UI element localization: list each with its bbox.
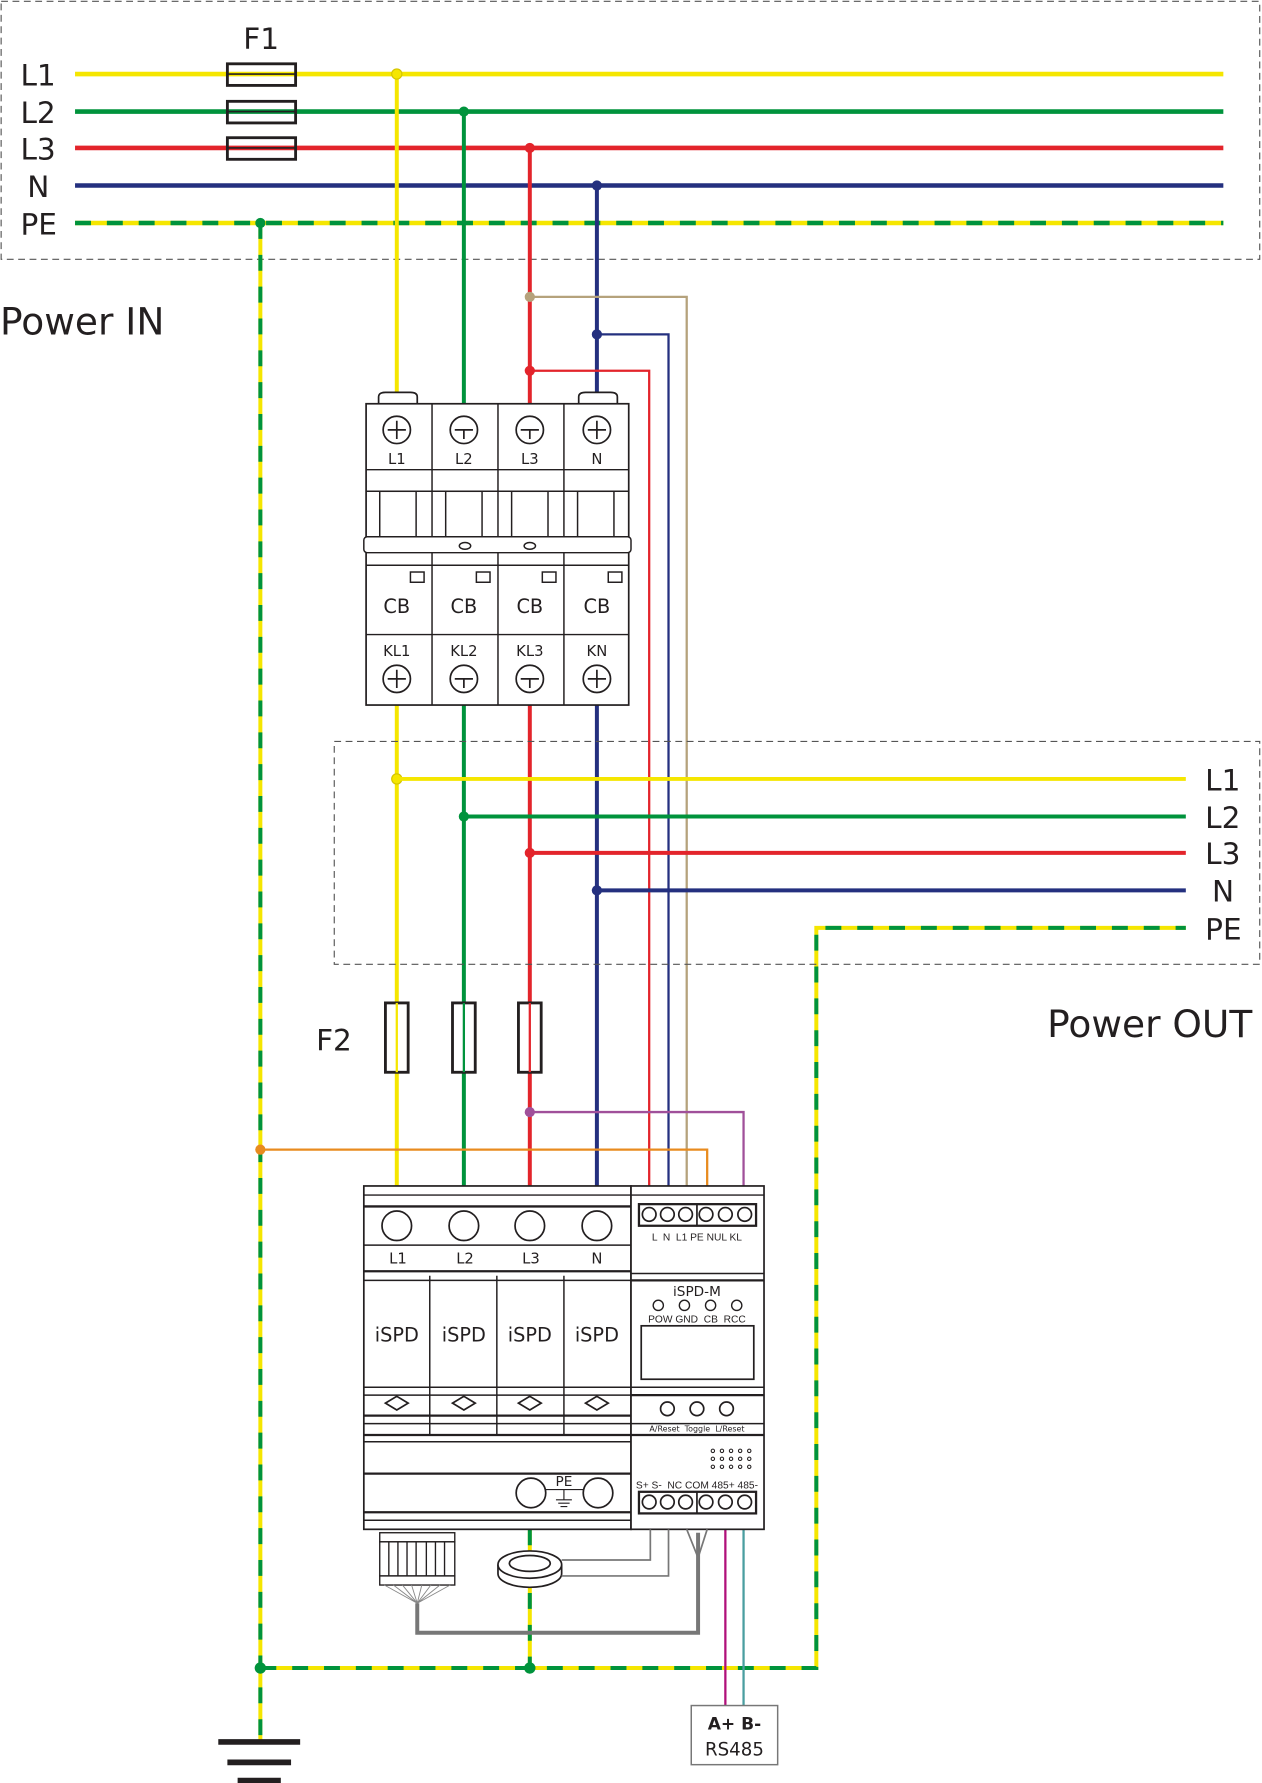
spd-terminal-n: N [591,1250,602,1267]
surge-protector: L1 L2 L3 N iSPD iSPD iSPD iSPD PE [362,1185,632,1531]
indicator-icons [383,1395,610,1411]
in-label-l1: L1 [20,58,55,92]
power-in-box [0,0,1261,260]
top-terminal-labels: L N L1 PE NUL KL [652,1233,742,1244]
power-out-title: Power OUT [1047,1002,1253,1046]
fuse-f1 [225,62,298,161]
led-labels: POW GND CB RCC [648,1314,746,1325]
gray-wires [415,1529,708,1635]
current-transformer [497,1550,563,1589]
fuse-f2 [384,1001,543,1074]
power-in-title: Power IN [0,299,164,343]
led-indicators [652,1299,743,1312]
breaker-bottom-kl3: KL3 [516,643,543,660]
rs485-box [690,1704,779,1766]
breaker-top-l3: L3 [521,451,539,468]
out-label-l1: L1 [1205,763,1240,797]
breaker-top-n: N [591,451,602,468]
fuse-f1-label: F1 [243,22,279,56]
vent-holes [710,1448,752,1470]
breaker-cb-1: CB [383,595,410,618]
power-out-box [333,740,1261,965]
out-label-l2: L2 [1205,801,1240,835]
bottom-terminal-labels: S+ S- NC COM 485+ 485- [636,1480,758,1491]
spd-module-2: iSPD [442,1324,486,1347]
l-reset-button[interactable] [718,1401,735,1417]
breaker-top-l1: L1 [388,451,406,468]
earth-ground-icon [218,1739,301,1783]
spd-module-4: iSPD [575,1324,619,1347]
spd-terminal-l2: L2 [456,1250,474,1267]
spd-module-1: iSPD [375,1324,419,1347]
breaker-cb-3: CB [516,595,543,618]
screw-terminal-icons [382,415,612,694]
fuse-f2-label: F2 [316,1024,352,1058]
out-label-l3: L3 [1205,837,1240,871]
signal-connector [379,1532,456,1604]
display-screen [640,1324,755,1381]
toggle-button[interactable] [689,1401,705,1417]
breaker-cb-4: CB [584,595,611,618]
ground-icon [545,1488,584,1508]
ispd-monitor: L N L1 PE NUL KL iSPD-M POW GND CB RCC A… [630,1185,765,1531]
junction-dots [254,68,603,1674]
out-label-n: N [1212,875,1234,909]
rs485-pins: A+ B- [708,1714,761,1734]
top-terminal-block [637,1203,758,1227]
breaker-top-l2: L2 [455,451,473,468]
spd-terminal-l1: L1 [389,1250,407,1267]
in-label-l2: L2 [20,96,55,130]
circuit-breaker: L1 L2 L3 N CB CB CB CB KL1 KL2 KL3 KN [363,391,632,706]
rs485-label: RS485 [705,1740,764,1761]
spd-module-3: iSPD [508,1324,552,1347]
breaker-bottom-kl2: KL2 [450,643,477,660]
bottom-terminal-block [637,1490,758,1515]
a-reset-button[interactable] [659,1401,676,1417]
spd-pe-label: PE [556,1474,573,1490]
breaker-bottom-kl1: KL1 [383,643,410,660]
pe-wires [258,222,1186,1740]
breaker-bottom-kn: KN [587,643,608,660]
output-lines [396,776,1186,893]
button-labels: A/Reset Toggle L/Reset [649,1425,744,1434]
breaker-cb-2: CB [451,595,478,618]
out-label-pe: PE [1205,912,1241,946]
in-label-n: N [27,170,49,204]
in-label-pe: PE [20,207,57,241]
in-label-l3: L3 [20,132,55,166]
monitor-title: iSPD-M [673,1284,721,1300]
spd-terminal-l3: L3 [522,1250,540,1267]
